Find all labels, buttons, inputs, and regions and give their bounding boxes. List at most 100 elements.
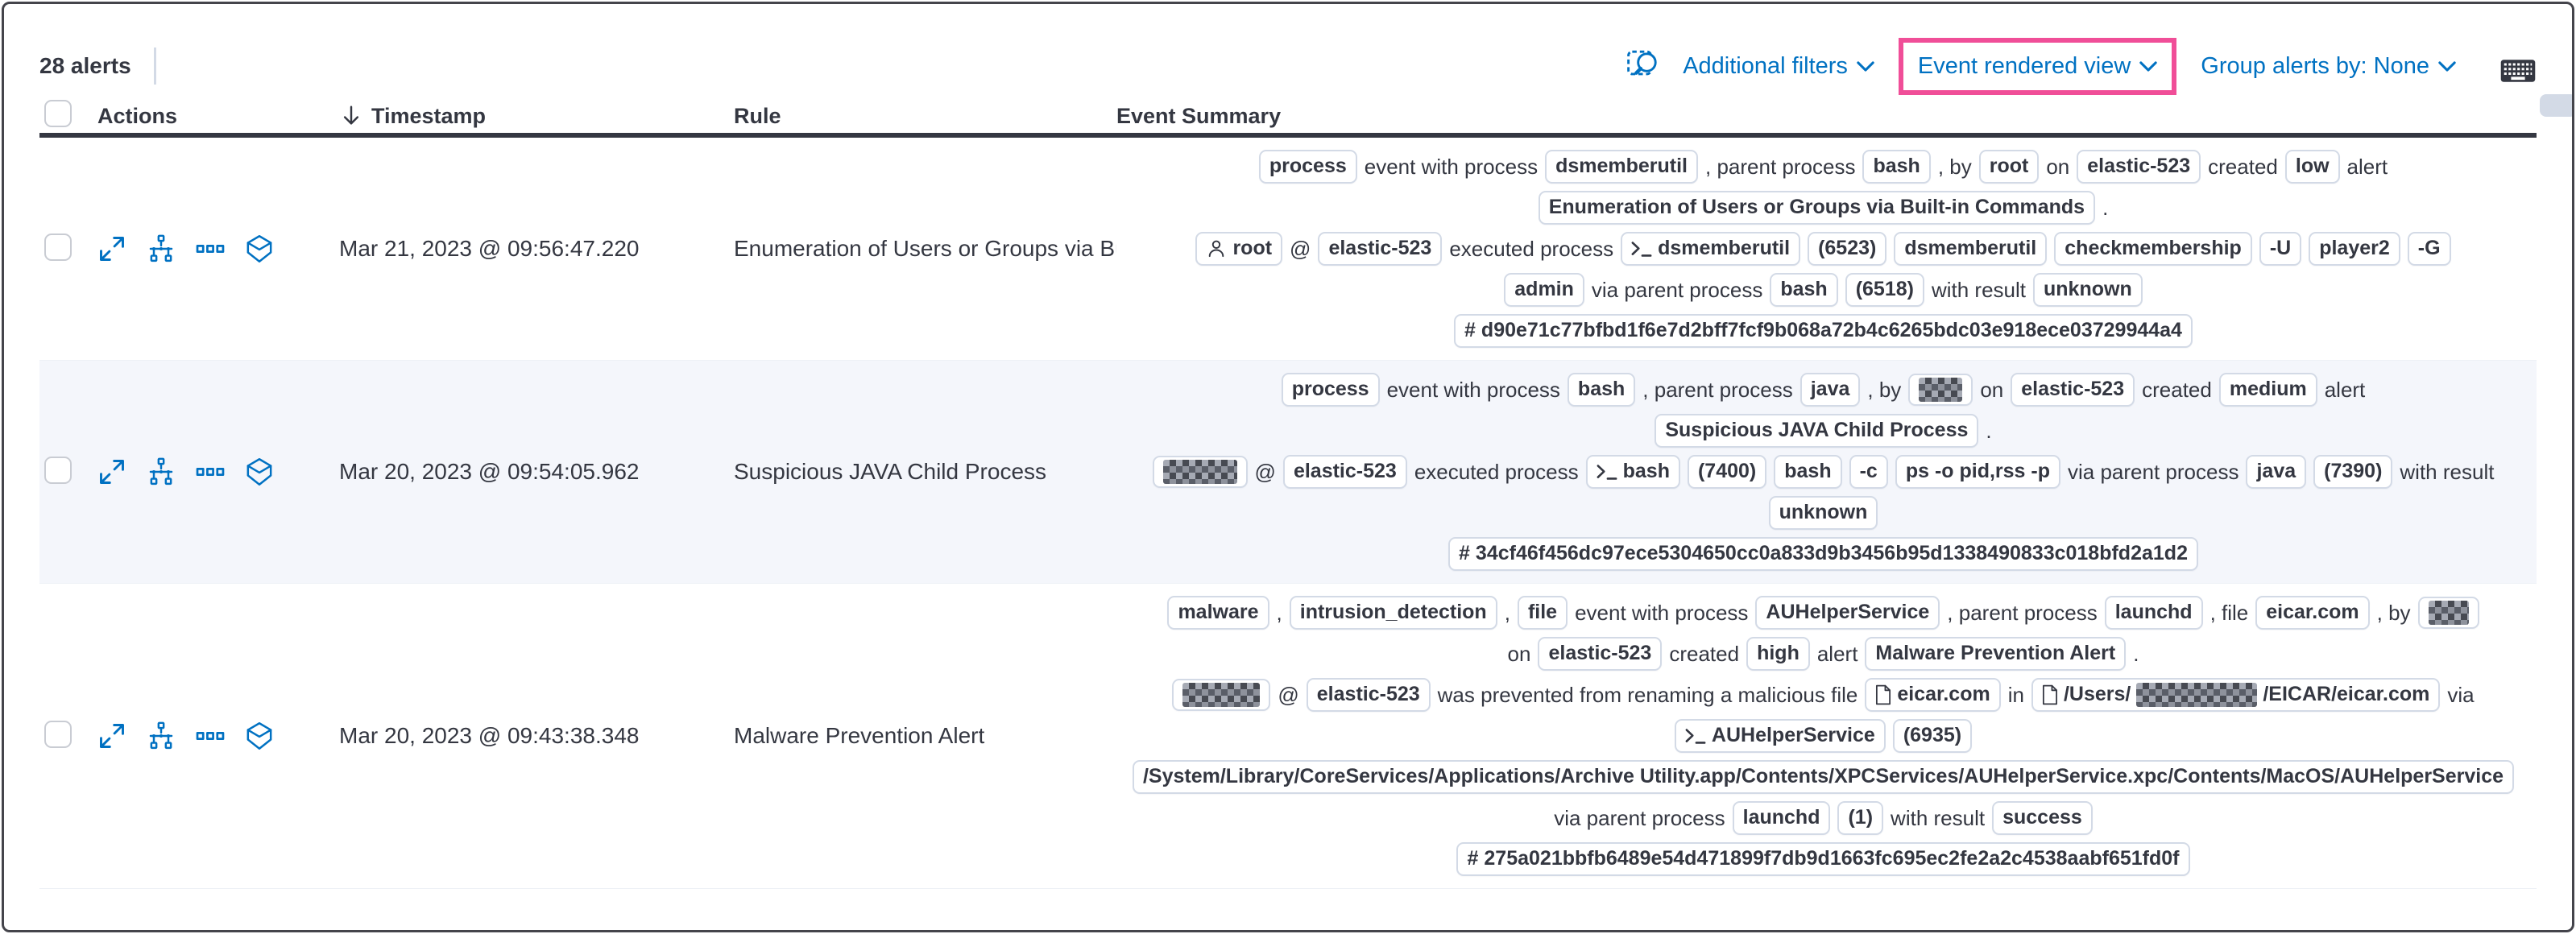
summary-badge: (1): [1837, 801, 1884, 835]
group-alerts-by-link[interactable]: Group alerts by: None: [2201, 53, 2456, 80]
badge-text: elastic-523: [1548, 642, 1652, 665]
hash-icon: #: [1459, 542, 1470, 565]
summary-badge: elastic-523: [1318, 232, 1443, 266]
summary-badge: -c: [1849, 455, 1888, 489]
chevron-down-icon: [1857, 60, 1874, 72]
rule-cell: Enumeration of Users or Groups via Bui: [734, 236, 1116, 261]
row-actions-cell: [97, 457, 339, 486]
badge-text: file: [1527, 601, 1558, 624]
badge-text: admin: [1514, 278, 1574, 301]
summary-badge: unknown: [1768, 496, 1878, 530]
row-checkbox[interactable]: [44, 720, 72, 748]
badge-text: (7390): [2324, 460, 2383, 483]
summary-badge: #275a021bbfb6489e54d471899f7db9d1663fc69…: [1456, 842, 2190, 876]
column-header-timestamp[interactable]: Timestamp: [339, 104, 734, 129]
more-actions-icon[interactable]: [196, 234, 225, 263]
redacted-value: [1162, 460, 1237, 484]
badge-text: AUHelperService: [1766, 601, 1930, 624]
more-actions-icon[interactable]: [196, 721, 225, 750]
summary-badge: admin: [1504, 273, 1584, 307]
row-checkbox[interactable]: [44, 456, 72, 484]
summary-badge: malware: [1167, 596, 1269, 630]
analyze-event-icon[interactable]: [147, 721, 176, 750]
summary-badge: root: [1195, 232, 1283, 266]
keyboard-icon[interactable]: [2499, 52, 2537, 89]
summary-text: with result: [2400, 459, 2495, 484]
session-view-icon[interactable]: [245, 721, 274, 750]
summary-line: #275a021bbfb6489e54d471899f7db9d1663fc69…: [1120, 842, 2527, 876]
badge-text: elastic-523: [1316, 683, 1420, 706]
badge-text: -c: [1859, 460, 1878, 483]
badge-text: Malware Prevention Alert: [1875, 642, 2116, 665]
view-selector-link[interactable]: Event rendered view: [1918, 53, 2158, 80]
summary-text: , file: [2209, 600, 2249, 625]
alert-row: Mar 20, 2023 @ 09:43:38.348 Malware Preve…: [39, 584, 2537, 889]
badge-text: Suspicious JAVA Child Process: [1665, 419, 1969, 442]
chevron-down-icon: [2438, 60, 2456, 72]
analyze-event-icon[interactable]: [147, 234, 176, 263]
summary-badge: process: [1258, 150, 1357, 184]
row-checkbox[interactable]: [44, 233, 72, 261]
summary-badge: eicar.com: [1865, 678, 2001, 712]
badge-text: elastic-523: [2087, 155, 2191, 178]
hash-icon: #: [1464, 319, 1476, 342]
summary-line: Enumeration of Users or Groups via Built…: [1120, 191, 2527, 225]
summary-text: executed process: [1449, 236, 1614, 261]
file-icon: [2042, 684, 2058, 705]
hash-icon: #: [1467, 847, 1479, 870]
badge-text: unknown: [1779, 501, 1868, 524]
badge-text: dsmemberutil: [1658, 237, 1791, 260]
summary-badge: medium: [2218, 373, 2317, 407]
summary-badge: bash: [1585, 455, 1680, 489]
session-view-icon[interactable]: [245, 457, 274, 486]
summary-badge: [1172, 679, 1271, 711]
badge-text: java: [2256, 460, 2296, 483]
alert-count: 28 alerts: [39, 53, 131, 78]
summary-text: @: [1278, 682, 1299, 707]
summary-badge: [1152, 456, 1248, 488]
badge-text: Enumeration of Users or Groups via Built…: [1548, 196, 2085, 219]
timestamp-cell: Mar 20, 2023 @ 09:43:38.348: [339, 723, 640, 748]
summary-text: via: [2447, 682, 2475, 707]
summary-badge: [1908, 374, 1973, 406]
badge-text: low: [2295, 155, 2330, 178]
badge-text: eicar.com: [2266, 601, 2359, 624]
badge-text: -G: [2417, 237, 2441, 260]
badge-text: success: [2002, 806, 2082, 829]
inspect-icon[interactable]: [1626, 49, 1660, 83]
row-checkbox-cell: [39, 720, 97, 752]
expand-alert-icon[interactable]: [97, 721, 126, 750]
summary-badge: launchd: [1732, 801, 1831, 835]
summary-text: @: [1254, 459, 1276, 484]
more-actions-icon[interactable]: [196, 457, 225, 486]
additional-filters-link[interactable]: Additional filters: [1683, 53, 1874, 80]
summary-badge: player2: [2309, 232, 2400, 266]
summary-line: /System/Library/CoreServices/Application…: [1120, 760, 2527, 794]
badge-text: high: [1757, 642, 1799, 665]
expand-alert-icon[interactable]: [97, 234, 126, 263]
select-all-checkbox[interactable]: [44, 99, 72, 127]
summary-badge: process: [1281, 373, 1380, 407]
session-view-icon[interactable]: [245, 234, 274, 263]
summary-badge: AUHelperService: [1674, 719, 1886, 753]
summary-text: .: [1986, 418, 1992, 443]
summary-badge: root: [1978, 150, 2040, 184]
badge-text: bash: [1780, 278, 1828, 301]
summary-text: , by: [1937, 154, 1972, 179]
row-actions-cell: [97, 234, 339, 263]
badge-text: (6523): [1818, 237, 1877, 260]
summary-badge: eicar.com: [2255, 596, 2370, 630]
scrollbar-thumb[interactable]: [2540, 94, 2572, 117]
badge-text: dsmemberutil: [1904, 237, 2037, 260]
summary-text: event with process: [1364, 154, 1539, 179]
analyze-event-icon[interactable]: [147, 457, 176, 486]
summary-line: unknown: [1120, 496, 2527, 530]
expand-alert-icon[interactable]: [97, 457, 126, 486]
summary-text: via parent process: [2068, 459, 2239, 484]
